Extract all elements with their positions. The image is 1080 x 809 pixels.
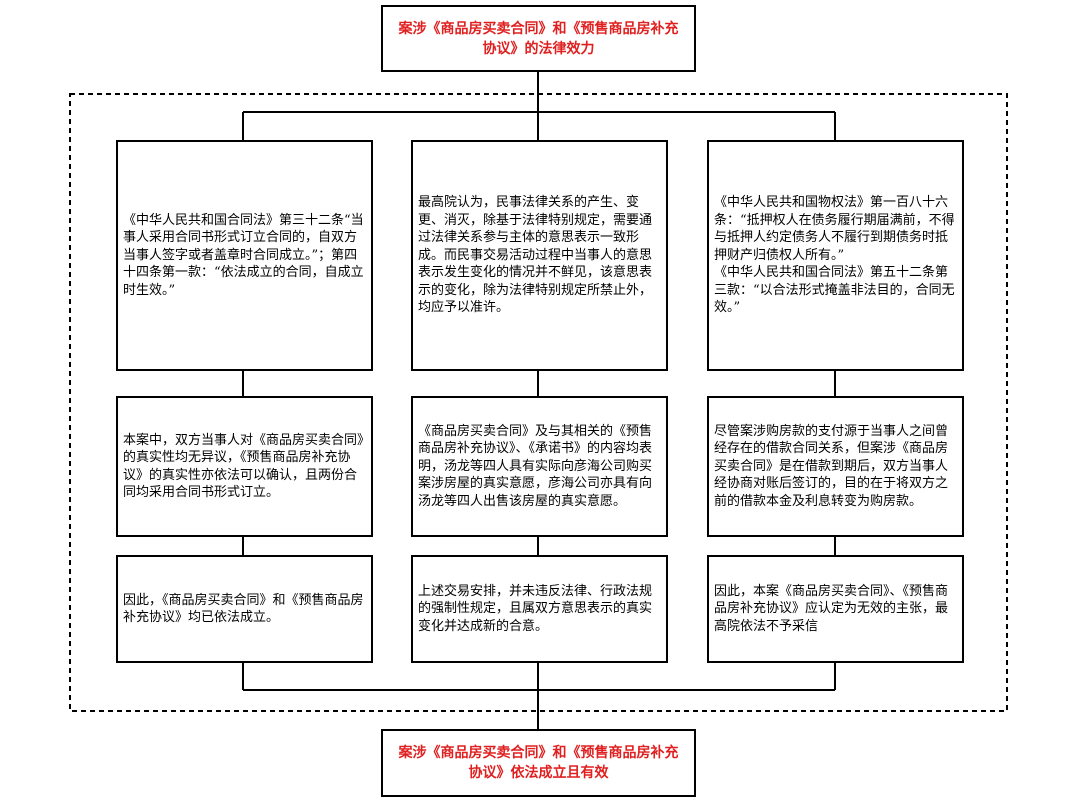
col1-conclusion-box: 因此，《商品房买卖合同》和《预售商品房补充协议》均已依法成立。 — [116, 555, 373, 663]
col2-basis-box: 最高院认为，民事法律关系的产生、变更、消灭，除基于法律特别规定，需要通过法律关系… — [411, 140, 668, 371]
col3-facts-box: 尽管案涉购房款的支付源于当事人之间曾经存在的借款合同关系，但案涉《商品房买卖合同… — [707, 396, 964, 537]
col1-conclusion-text: 因此，《商品房买卖合同》和《预售商品房补充协议》均已依法成立。 — [123, 592, 364, 626]
col3-conclusion-text: 因此，本案《商品房买卖合同》、《预售商品房补充协议》应认定为无效的主张，最高院依… — [714, 583, 949, 634]
col3-facts-text: 尽管案涉购房款的支付源于当事人之间曾经存在的借款合同关系，但案涉《商品房买卖合同… — [714, 423, 949, 509]
col3-basis-box: 《中华人民共和国物权法》第一百八十六条：“抵押权人在债务履行期届满前，不得与抵押… — [707, 140, 964, 371]
col2-facts-box: 《商品房买卖合同》及与其相关的《预售商品房补充协议》、《承诺书》的内容均表明，汤… — [411, 396, 668, 537]
col1-facts-text: 本案中，双方当事人对《商品房买卖合同》的真实性均无异议，《预售商品房补充协议》的… — [123, 432, 364, 501]
col2-facts-text: 《商品房买卖合同》及与其相关的《预售商品房补充协议》、《承诺书》的内容均表明，汤… — [418, 423, 653, 509]
col1-basis-box: 《中华人民共和国合同法》第三十二条“当事人采用合同书形式订立合同的，自双方当事人… — [116, 140, 373, 371]
col2-conclusion-text: 上述交易安排，并未违反法律、行政法规的强制性规定，且属双方意思表示的真实变化并达… — [418, 583, 653, 634]
col3-conclusion-box: 因此，本案《商品房买卖合同》、《预售商品房补充协议》应认定为无效的主张，最高院依… — [707, 555, 964, 663]
col2-conclusion-box: 上述交易安排，并未违反法律、行政法规的强制性规定，且属双方意思表示的真实变化并达… — [411, 555, 668, 663]
top-title: 案涉《商品房买卖合同》和《预售商品房补充 协议》的法律效力 — [398, 20, 679, 57]
bottom-title: 案涉《商品房买卖合同》和《预售商品房补充 协议》依法成立且有效 — [398, 745, 679, 781]
bottom-title-box: 案涉《商品房买卖合同》和《预售商品房补充 协议》依法成立且有效 — [381, 729, 696, 797]
col1-basis-text: 《中华人民共和国合同法》第三十二条“当事人采用合同书形式订立合同的，自双方当事人… — [123, 212, 364, 298]
top-title-box: 案涉《商品房买卖合同》和《预售商品房补充 协议》的法律效力 — [381, 5, 696, 72]
col3-basis-text: 《中华人民共和国物权法》第一百八十六条：“抵押权人在债务履行期届满前，不得与抵押… — [714, 195, 955, 316]
col1-facts-box: 本案中，双方当事人对《商品房买卖合同》的真实性均无异议，《预售商品房补充协议》的… — [116, 396, 373, 537]
col2-basis-text: 最高院认为，民事法律关系的产生、变更、消灭，除基于法律特别规定，需要通过法律关系… — [418, 195, 653, 316]
